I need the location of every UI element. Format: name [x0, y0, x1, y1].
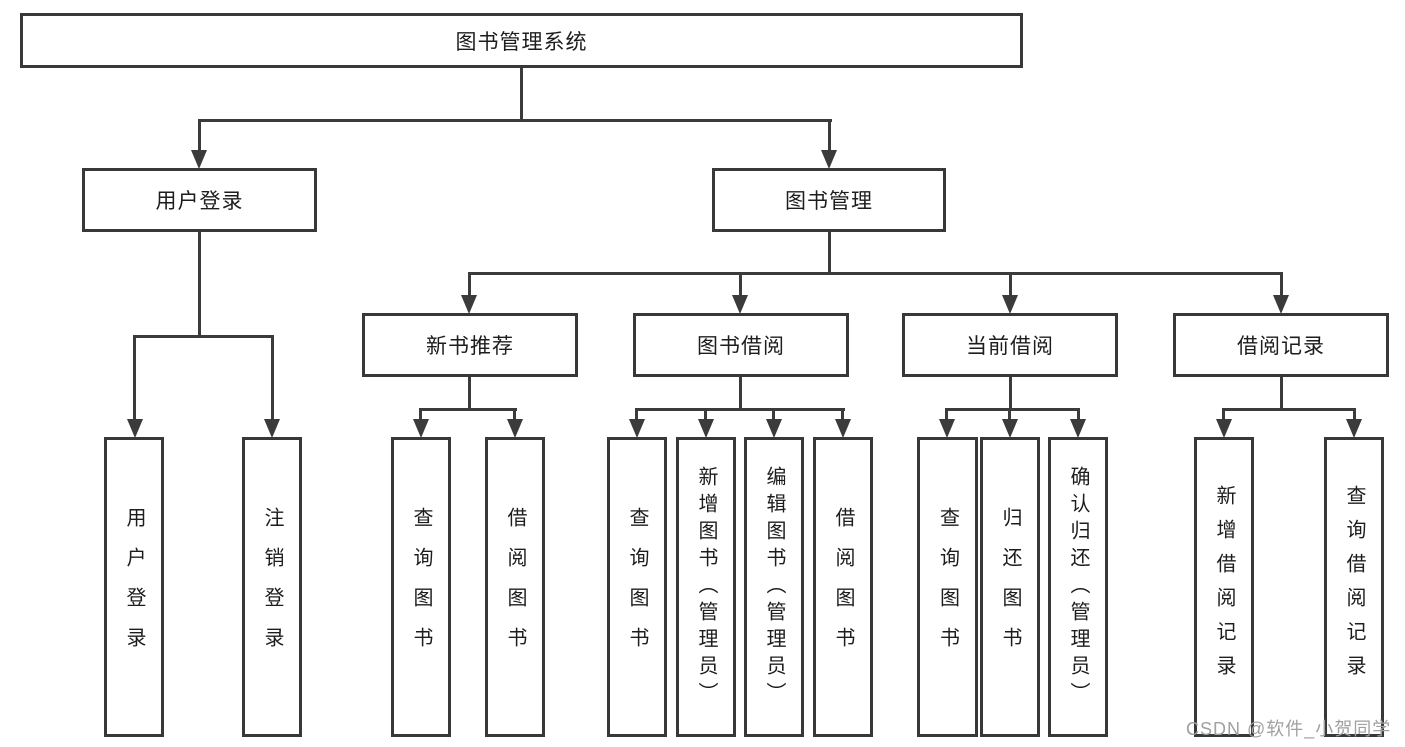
connector-leaf-stem [133, 335, 136, 421]
connector-section-down [468, 377, 471, 411]
connector-section-stem [739, 272, 742, 298]
connector-leaf-stem [945, 408, 948, 422]
connector-section-stem [1009, 272, 1012, 298]
leaf-borrow-books: 借阅图书 [813, 437, 873, 737]
arrow-down-icon [461, 295, 477, 314]
connector-book-mgmt-down [828, 232, 831, 275]
connector-user-login-down [198, 232, 201, 338]
leaf-borrow-books: 借阅图书 [485, 437, 545, 737]
connector-leaf-stem [1008, 408, 1011, 422]
leaf-add-borrow-record: 新增借阅记录 [1194, 437, 1254, 737]
leaf-query-borrow-record: 查询借阅记录 [1324, 437, 1384, 737]
node-new-book-recommend: 新书推荐 [362, 313, 578, 377]
connector-root-stem [520, 68, 523, 121]
connector-leaf-stem [1353, 408, 1356, 422]
arrow-down-icon [732, 295, 748, 314]
arrow-down-icon [939, 419, 955, 438]
node-label: 借阅记录 [1237, 335, 1325, 358]
node-book-management: 图书管理 [712, 168, 946, 232]
arrow-down-icon [191, 150, 207, 169]
node-book-borrow: 图书借阅 [633, 313, 849, 377]
arrow-down-icon [629, 419, 645, 438]
connector-section-down [1009, 377, 1012, 411]
arrow-down-icon [1002, 295, 1018, 314]
connector-leaf-stem [772, 408, 775, 422]
leaf-edit-books-admin: 编辑图书（管理员） [744, 437, 804, 737]
leaf-query-books: 查询图书 [607, 437, 667, 737]
connector-leaf-stem [635, 408, 638, 422]
arrow-down-icon [127, 419, 143, 438]
arrow-down-icon [507, 419, 523, 438]
connector-section-down [1280, 377, 1283, 411]
arrow-down-icon [1216, 419, 1232, 438]
node-system-root: 图书管理系统 [20, 13, 1023, 68]
connector-section-stem [468, 272, 471, 298]
arrow-down-icon [766, 419, 782, 438]
connector-section-branch [946, 408, 1080, 411]
connector-root-branch [198, 119, 832, 122]
csdn-watermark: CSDN @软件_小贺同学 [1186, 719, 1392, 739]
connector-section-stem [1280, 272, 1283, 298]
connector-leaf-stem [419, 408, 422, 422]
node-label: 用户登录 [155, 190, 244, 213]
node-label: 图书管理 [785, 190, 873, 213]
arrow-down-icon [835, 419, 851, 438]
arrow-down-icon [264, 419, 280, 438]
arrow-down-icon [1002, 419, 1018, 438]
arrow-down-icon [1070, 419, 1086, 438]
connector-section-branch [420, 408, 517, 411]
arrow-down-icon [1273, 295, 1289, 314]
leaf-user-login: 用户登录 [104, 437, 164, 737]
leaf-query-books: 查询图书 [391, 437, 451, 737]
leaf-logout: 注销登录 [242, 437, 302, 737]
leaf-add-books-admin: 新增图书（管理员） [676, 437, 736, 737]
node-label: 图书管理系统 [455, 30, 588, 54]
connector-leaf-stem [513, 408, 516, 422]
connector-section-down [739, 377, 742, 411]
leaf-return-books: 归还图书 [980, 437, 1040, 737]
arrow-down-icon [413, 419, 429, 438]
arrow-down-icon [1346, 419, 1362, 438]
node-current-borrow: 当前借阅 [902, 313, 1118, 377]
node-label: 图书借阅 [697, 335, 785, 358]
leaf-confirm-return-admin: 确认归还（管理员） [1048, 437, 1108, 737]
node-label: 当前借阅 [966, 335, 1054, 358]
connector-book-mgmt-branch [468, 272, 1282, 275]
node-borrow-records: 借阅记录 [1173, 313, 1389, 377]
connector-user-login-stem [198, 119, 201, 152]
node-user-login: 用户登录 [82, 168, 317, 232]
connector-user-login-branch [133, 335, 274, 338]
connector-leaf-stem [704, 408, 707, 422]
connector-leaf-stem [1077, 408, 1080, 422]
arrow-down-icon [821, 150, 837, 169]
arrow-down-icon [698, 419, 714, 438]
node-label: 新书推荐 [426, 335, 514, 358]
leaf-query-books: 查询图书 [917, 437, 978, 737]
connector-leaf-stem [1222, 408, 1225, 422]
connector-leaf-stem [271, 335, 274, 421]
connector-section-branch [636, 408, 845, 411]
connector-book-mgmt-stem [828, 119, 831, 152]
connector-leaf-stem [841, 408, 844, 422]
connector-section-branch [1223, 408, 1356, 411]
